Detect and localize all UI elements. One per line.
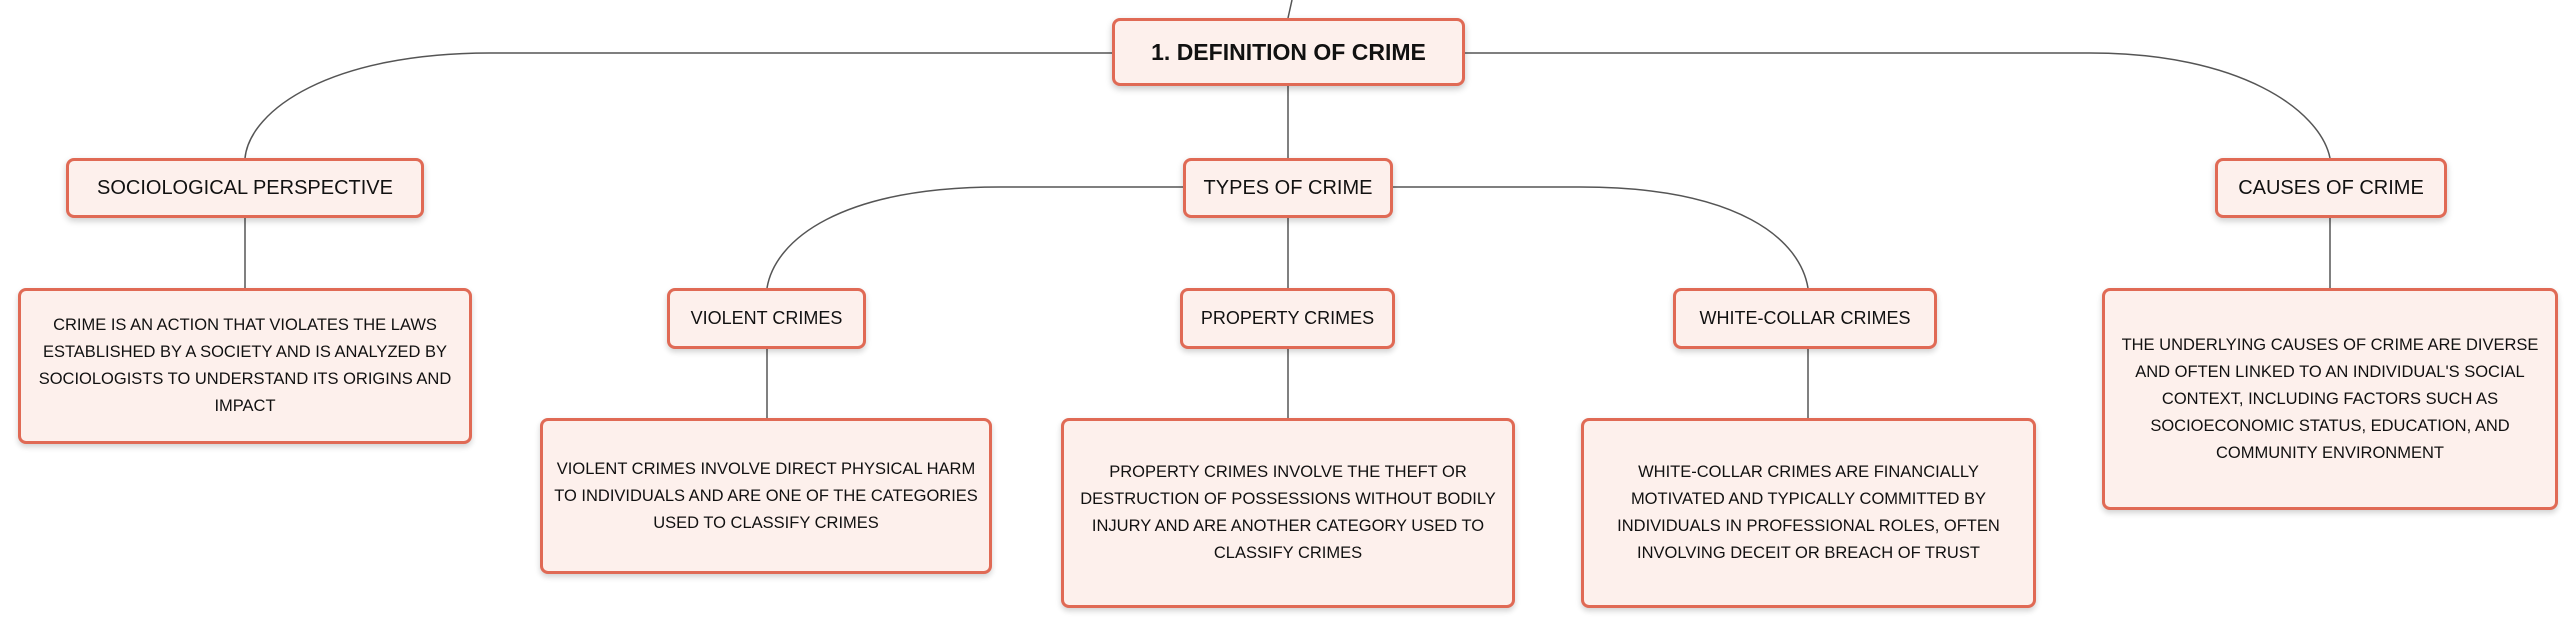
subtopic-property-label: PROPERTY CRIMES (1200, 308, 1375, 328)
note-white-collar-text: WHITE-COLLAR CRIMES ARE FINANCIALLY MOTI… (1617, 463, 2000, 562)
subtopic-violent-label: VIOLENT CRIMES (690, 308, 843, 328)
subtopic-white-collar-label: WHITE-COLLAR CRIMES (1699, 308, 1911, 328)
note-property-text: PROPERTY CRIMES INVOLVE THE THEFT OR DES… (1080, 463, 1496, 562)
subtopic-violent-crimes[interactable]: VIOLENT CRIMES (667, 288, 866, 349)
note-causes-of-crime[interactable]: THE UNDERLYING CAUSES OF CRIME ARE DIVER… (2102, 288, 2558, 510)
root-topic-box[interactable]: 1. DEFINITION OF CRIME (1112, 18, 1465, 86)
note-violent-text: VIOLENT CRIMES INVOLVE DIRECT PHYSICAL H… (554, 459, 978, 532)
connector-root-sociological (244, 52, 1112, 159)
topic-sociological-perspective[interactable]: SOCIOLOGICAL PERSPECTIVE (66, 158, 424, 218)
topic-causes-label: CAUSES OF CRIME (2238, 176, 2424, 199)
connector-types-violent (766, 186, 1183, 289)
topic-causes-of-crime[interactable]: CAUSES OF CRIME (2215, 158, 2447, 218)
note-property-crimes[interactable]: PROPERTY CRIMES INVOLVE THE THEFT OR DES… (1061, 418, 1515, 608)
note-sociological-perspective[interactable]: CRIME IS AN ACTION THAT VIOLATES THE LAW… (18, 288, 472, 444)
topic-types-label: TYPES OF CRIME (1203, 176, 1373, 199)
note-causes-text: THE UNDERLYING CAUSES OF CRIME ARE DIVER… (2121, 335, 2539, 462)
note-violent-crimes[interactable]: VIOLENT CRIMES INVOLVE DIRECT PHYSICAL H… (540, 418, 992, 574)
note-white-collar-crimes[interactable]: WHITE-COLLAR CRIMES ARE FINANCIALLY MOTI… (1581, 418, 2036, 608)
connector-types-whitecollar (1392, 186, 1809, 289)
subtopic-property-crimes[interactable]: PROPERTY CRIMES (1180, 288, 1395, 349)
topic-sociological-label: SOCIOLOGICAL PERSPECTIVE (96, 176, 393, 199)
connector-root-causes (1464, 52, 2331, 159)
connector-root-parent (1287, 0, 1293, 19)
subtopic-white-collar-crimes[interactable]: WHITE-COLLAR CRIMES (1673, 288, 1937, 349)
root-topic-label: 1. DEFINITION OF CRIME (1151, 38, 1426, 65)
note-sociological-text: CRIME IS AN ACTION THAT VIOLATES THE LAW… (38, 316, 452, 415)
topic-types-of-crime[interactable]: TYPES OF CRIME (1183, 158, 1393, 218)
